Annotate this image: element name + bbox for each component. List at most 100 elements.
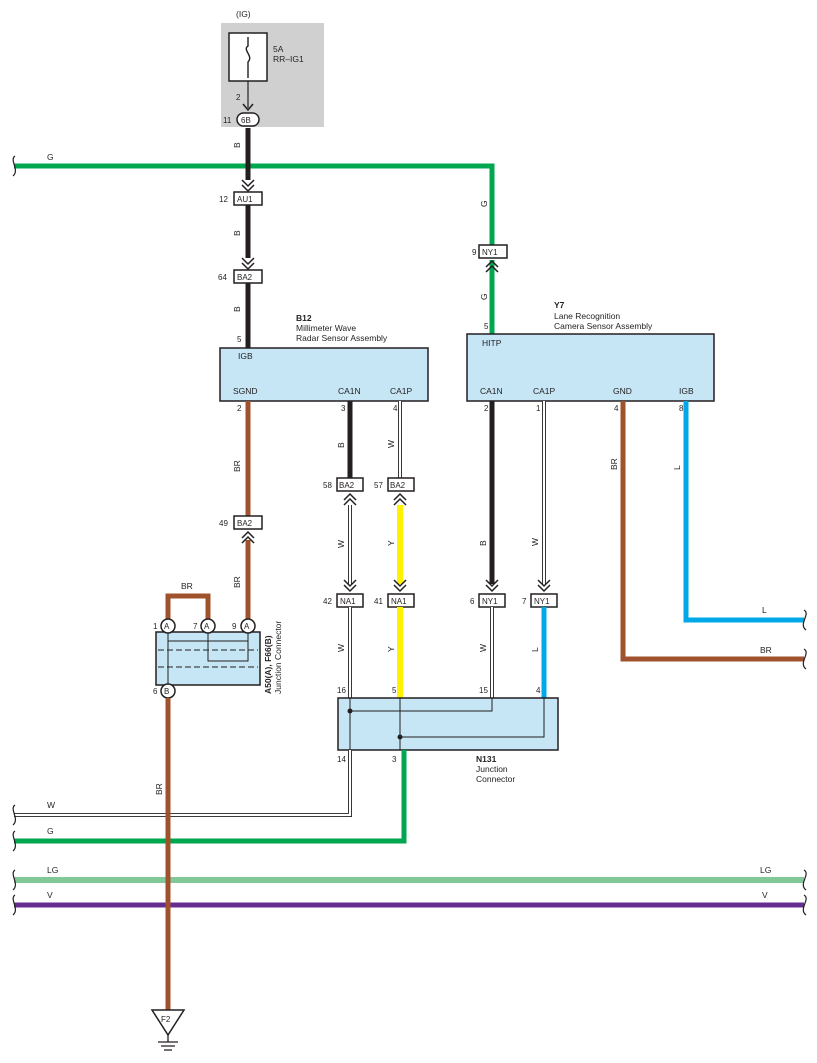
wire-br-loop	[165, 593, 211, 620]
connector-ba2-57-pin: 57	[374, 481, 383, 490]
wire-br-sgnd-label: BR	[232, 460, 242, 472]
junction-a50-pin9	[240, 618, 256, 634]
fuse-pin: 2	[236, 93, 241, 102]
n131-pin-4: 4	[536, 686, 541, 695]
chevron-down-icon	[393, 579, 407, 593]
wire-g-top	[14, 163, 495, 246]
n131-pin-16: 16	[337, 686, 346, 695]
wire-v-label-right: V	[762, 890, 768, 900]
connector-ba2-49	[233, 515, 263, 530]
connector-ba2-57	[387, 477, 415, 492]
chevron-down-icon	[537, 579, 551, 593]
connector-au1	[233, 191, 263, 206]
connector-au1-pin: 12	[219, 195, 228, 204]
wire-b-label-1: B	[232, 142, 242, 148]
n131-pin-5: 5	[392, 686, 397, 695]
wire-w-bottom	[14, 750, 352, 817]
b12-terminal-ca1p: CA1P	[390, 386, 413, 396]
wire-br-ground-label: BR	[154, 783, 164, 795]
wire-w-ca1p-label: W	[386, 440, 396, 448]
wire-w-y7-ca1p-label: W	[530, 538, 540, 546]
b12-pin-igb: 5	[237, 335, 242, 344]
connector-ba2-58-pin: 58	[323, 481, 332, 490]
wire-v-label-left: V	[47, 890, 53, 900]
wire-break-icon	[802, 648, 807, 670]
n131-splice-dot	[347, 708, 353, 714]
wire-br-loop-label: BR	[181, 581, 193, 591]
connector-na1-41-pin: 41	[374, 597, 383, 606]
b12-name-line2: Radar Sensor Assembly	[296, 333, 388, 343]
connector-na1-41-name: NA1	[391, 597, 407, 606]
wire-b-label-3: B	[232, 306, 242, 312]
wire-l-y7-igb	[683, 401, 804, 623]
chevron-up-icon	[241, 530, 255, 544]
chevron-down-icon	[485, 579, 499, 593]
connector-ba2-64-name: BA2	[237, 273, 253, 282]
junction-a50-title: A50(A), F66(B)	[263, 635, 273, 694]
wire-w-n131-15-label: W	[478, 644, 488, 652]
wire-g-top-label: G	[47, 152, 54, 162]
n131-name-line2: Connector	[476, 774, 515, 784]
connector-ba2-64	[233, 269, 263, 284]
fuse-icon	[245, 37, 251, 78]
wire-break-icon	[802, 609, 807, 631]
wire-break-icon	[12, 894, 17, 916]
wire-l-y7-igb-end-label: L	[762, 605, 767, 615]
chevron-down-icon	[241, 257, 255, 271]
b12-pin-sgnd: 2	[237, 404, 242, 413]
wire-break-icon	[12, 155, 17, 177]
ground-lines-icon	[158, 1035, 178, 1051]
junction-a50-pin7	[200, 618, 216, 634]
junction-pin-6: 6	[153, 687, 158, 696]
chevron-up-icon	[393, 492, 407, 506]
y7-terminal-hitp: HITP	[482, 338, 502, 348]
n131-junction-box	[337, 697, 559, 751]
ground-name: F2	[161, 1015, 171, 1024]
y7-pin-gnd: 4	[614, 404, 619, 413]
wire-br-junction-label: BR	[232, 576, 242, 588]
wire-w-bottom-fill	[14, 750, 352, 817]
wire-g-vert-label: G	[479, 200, 489, 207]
b12-pin-ca1n: 3	[341, 404, 346, 413]
connector-ny1-top	[478, 244, 508, 259]
connector-ba2-49-pin: 49	[219, 519, 228, 528]
junction-f66-letter: B	[164, 687, 169, 696]
connector-ny1-7-name: NY1	[534, 597, 550, 606]
y7-name-line2: Camera Sensor Assembly	[554, 321, 653, 331]
junction-a50-letter: A	[244, 622, 250, 631]
chevron-down-icon	[241, 179, 255, 193]
connector-ny1-top-pin: 9	[472, 248, 477, 257]
wire-g-y7-label: G	[479, 293, 489, 300]
n131-name-line1: Junction	[476, 764, 508, 774]
wire-g-bottom	[14, 750, 407, 844]
junction-a50-pin1	[160, 618, 176, 634]
ground-icon	[150, 1009, 186, 1037]
n131-id: N131	[476, 754, 497, 764]
y7-pin-hitp: 5	[484, 322, 489, 331]
b12-terminal-sgnd: SGND	[233, 386, 258, 396]
b12-terminal-igb: IGB	[238, 351, 253, 361]
n131-pin-3: 3	[392, 755, 397, 764]
wire-break-icon	[802, 894, 807, 916]
y7-pin-ca1n: 2	[484, 404, 489, 413]
connector-6b	[236, 112, 260, 127]
n131-splice-dot	[397, 734, 403, 740]
junction-pin-1: 1	[153, 622, 158, 631]
connector-na1-42-pin: 42	[323, 597, 332, 606]
connector-ba2-49-name: BA2	[237, 519, 253, 528]
connector-ba2-58	[336, 477, 364, 492]
chevron-up-icon	[343, 492, 357, 506]
b12-terminal-ca1n: CA1N	[338, 386, 361, 396]
wire-break-icon	[12, 804, 17, 826]
y7-pin-igb: 8	[679, 404, 684, 413]
junction-a50-letter: A	[204, 622, 210, 631]
junction-a50-subtitle: Junction Connector	[273, 621, 283, 694]
wire-w-n131-16-label: W	[336, 644, 346, 652]
connector-ny1-6-name: NY1	[482, 597, 498, 606]
n131-pin-15: 15	[479, 686, 488, 695]
wire-w-na1-42-label: W	[336, 540, 346, 548]
fuse-rating: 5A	[273, 44, 284, 54]
wire-br-y7-gnd-label: BR	[609, 458, 619, 470]
wire-br-y7-gnd	[620, 401, 804, 662]
